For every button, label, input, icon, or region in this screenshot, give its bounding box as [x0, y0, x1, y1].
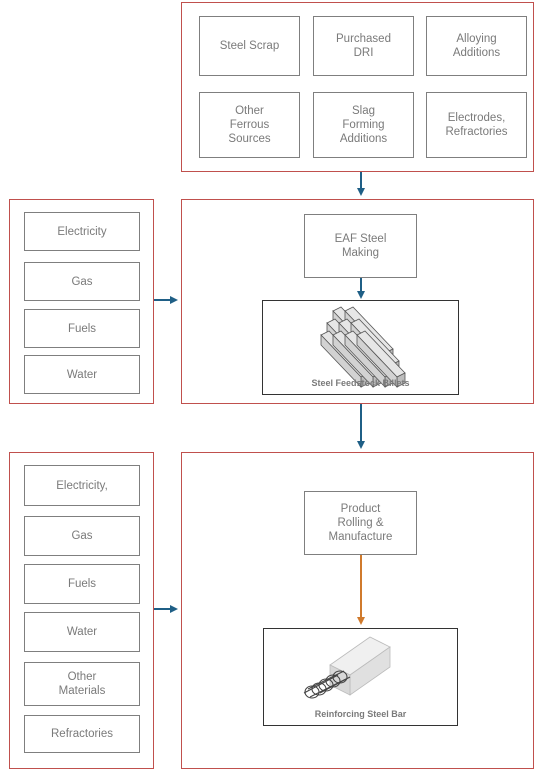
- alloying-additions-box: Alloying Additions: [426, 16, 527, 76]
- slag-forming-additions-box: Slag Forming Additions: [313, 92, 414, 158]
- steel-scrap-box: Steel Scrap: [199, 16, 300, 76]
- eaf-steel-making-box: EAF Steel Making: [304, 214, 417, 278]
- stage2-refractories-box: Refractories: [24, 715, 140, 753]
- stage2-water-box: Water: [24, 612, 140, 652]
- purchased-dri-box: Purchased DRI: [313, 16, 414, 76]
- stage1-inputs-group: [9, 199, 154, 404]
- stage2-electricity-box: Electricity,: [24, 465, 140, 506]
- reinforcing-bar-icon: [303, 636, 391, 699]
- stage2-fuels-box: Fuels: [24, 564, 140, 604]
- stage1-gas-box: Gas: [24, 262, 140, 301]
- stage2-gas-box: Gas: [24, 516, 140, 556]
- steel-billets-icon: [320, 306, 406, 388]
- product-rolling-manufacture-box: Product Rolling & Manufacture: [304, 491, 417, 555]
- steel-feedstock-billets-panel: Steel Feedstock Billets: [262, 300, 459, 395]
- stage1-water-box: Water: [24, 355, 140, 394]
- reinforcing-steel-bar-caption: Reinforcing Steel Bar: [314, 709, 407, 719]
- stage2-other-materials-box: Other Materials: [24, 662, 140, 706]
- electrodes-refractories-box: Electrodes, Refractories: [426, 92, 527, 158]
- other-ferrous-sources-box: Other Ferrous Sources: [199, 92, 300, 158]
- steel-feedstock-billets-caption: Steel Feedstock Billets: [311, 378, 410, 388]
- stage1-fuels-box: Fuels: [24, 309, 140, 348]
- reinforcing-steel-bar-panel: Reinforcing Steel Bar: [263, 628, 458, 726]
- stage1-electricity-box: Electricity: [24, 212, 140, 251]
